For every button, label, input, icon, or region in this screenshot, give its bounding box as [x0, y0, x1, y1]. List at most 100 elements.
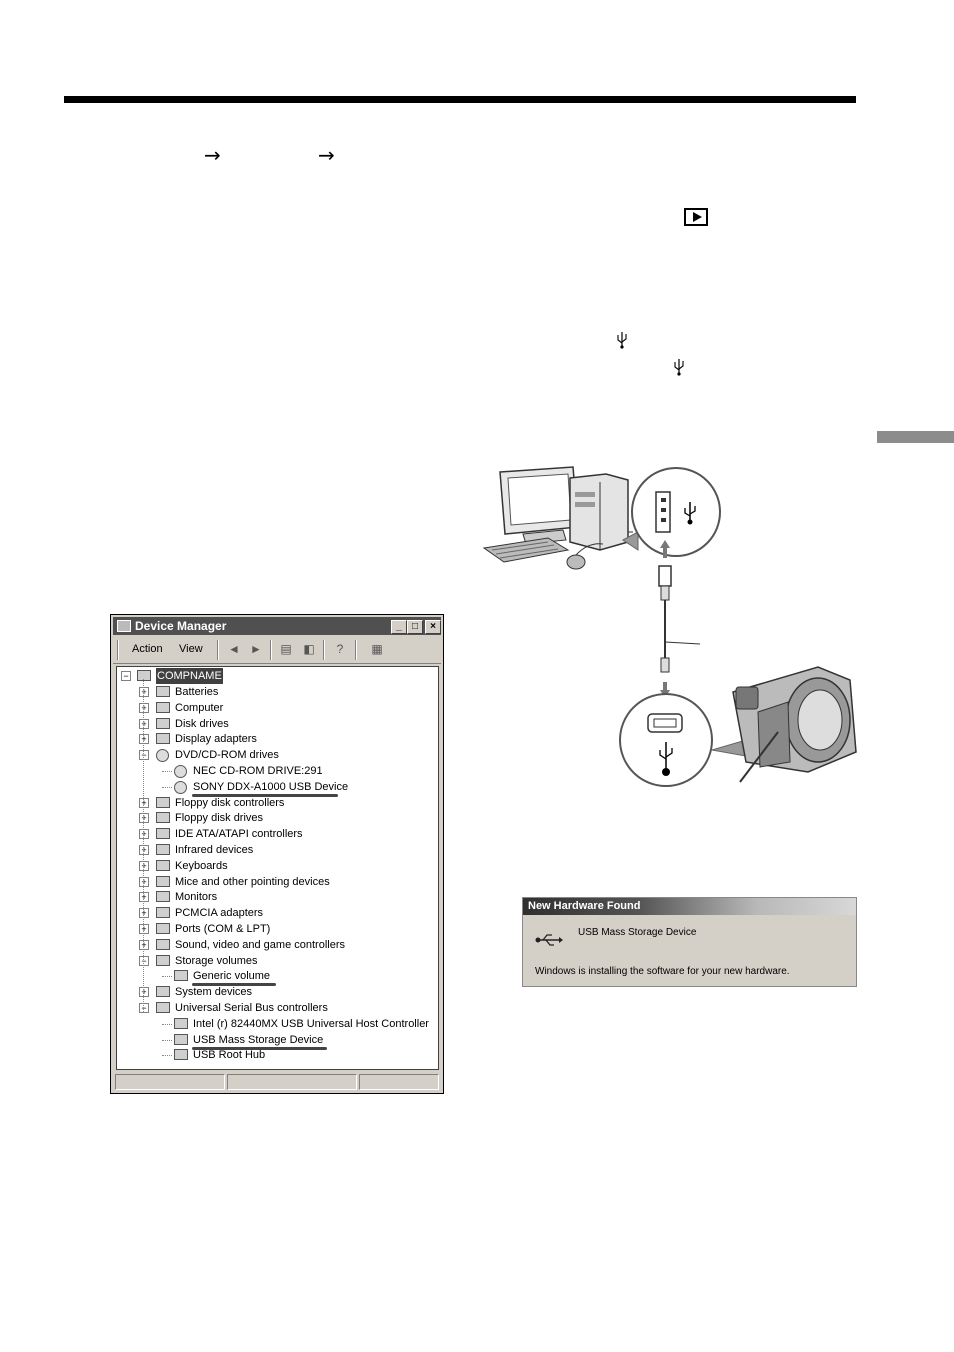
expand-icon[interactable]: +	[139, 734, 149, 744]
tree-device[interactable]: USB Mass Storage Device	[117, 1032, 437, 1050]
tree-device[interactable]: USB Root Hub	[117, 1047, 437, 1063]
highlight-underline	[192, 794, 338, 797]
expand-icon[interactable]: +	[139, 940, 149, 950]
tree-item-label: System devices	[175, 986, 253, 998]
minimize-button[interactable]: _	[391, 620, 407, 634]
camcorder-illustration	[732, 666, 857, 783]
tree-root[interactable]: − COMPNAME	[121, 668, 241, 684]
expand-icon[interactable]: +	[139, 877, 149, 887]
device-icon	[156, 939, 170, 950]
expand-icon[interactable]: +	[139, 719, 149, 729]
tree-category[interactable]: + Ports (COM & LPT)	[117, 921, 437, 937]
tree-item-label: Ports (COM & LPT)	[175, 923, 271, 935]
new-hardware-found-dialog: New Hardware Found USB Mass Storage Devi…	[522, 897, 857, 987]
folder-icon[interactable]: ▤	[280, 642, 292, 656]
tree-category[interactable]: + Floppy disk controllers	[117, 795, 437, 811]
device-icon	[174, 1049, 188, 1060]
expand-icon[interactable]: +	[139, 987, 149, 997]
expand-icon[interactable]: +	[139, 845, 149, 855]
device-icon	[156, 733, 170, 744]
properties-icon[interactable]: ◧	[303, 642, 315, 656]
expand-icon[interactable]: +	[139, 798, 149, 808]
tree-category[interactable]: + Sound, video and game controllers	[117, 937, 437, 953]
tree-category[interactable]: +PCMCIA adapters	[117, 905, 437, 921]
expand-icon[interactable]: +	[139, 813, 149, 823]
device-icon	[156, 1002, 170, 1013]
tree-category[interactable]: +Keyboards	[117, 858, 437, 874]
expand-icon[interactable]: +	[139, 703, 149, 713]
tree-device[interactable]: Generic volume	[117, 968, 437, 986]
collapse-icon[interactable]: −	[121, 671, 131, 681]
tree-category[interactable]: + System devices	[117, 984, 437, 1000]
toolbar: Action View ◄ ► ▤ ◧ ? ▦	[113, 637, 441, 664]
collapse-icon[interactable]: −	[139, 1003, 149, 1013]
window-title: Device Manager	[135, 619, 227, 633]
close-button[interactable]: ×	[425, 620, 441, 634]
expand-icon[interactable]: +	[139, 861, 149, 871]
tree-category[interactable]: + Disk drives	[117, 716, 437, 732]
section-side-tab	[877, 431, 954, 443]
computer-icon	[137, 670, 151, 681]
device-icon	[156, 844, 170, 855]
tree-category[interactable]: − DVD/CD-ROM drives	[117, 747, 437, 763]
tree-item-label: Disk drives	[175, 718, 229, 730]
tree-item-label: SONY DDX-A1000 USB Device	[193, 781, 349, 793]
tree-item-label: Display adapters	[175, 733, 257, 745]
expand-icon[interactable]: +	[139, 687, 149, 697]
tree-item-label: Sound, video and game controllers	[175, 939, 345, 951]
forward-icon[interactable]: ►	[250, 642, 262, 656]
tree-category[interactable]: +Computer	[117, 700, 437, 716]
tree-item-label: NEC CD-ROM DRIVE:291	[193, 765, 323, 777]
expand-icon[interactable]: +	[139, 892, 149, 902]
tree-guide-line	[143, 679, 144, 1012]
collapse-icon[interactable]: −	[139, 956, 149, 966]
print-icon[interactable]: ▦	[371, 642, 383, 656]
expand-icon[interactable]: +	[139, 908, 149, 918]
tree-category[interactable]: −Universal Serial Bus controllers	[117, 1000, 437, 1016]
device-icon	[156, 907, 170, 918]
back-icon[interactable]: ◄	[228, 642, 240, 656]
play-icon	[684, 208, 708, 226]
tree-category[interactable]: +Mice and other pointing devices	[117, 874, 437, 890]
tree-category[interactable]: + Display adapters	[117, 731, 437, 747]
device-icon	[174, 781, 187, 794]
status-pane-2	[227, 1074, 357, 1090]
tree-item-label: Floppy disk drives	[175, 812, 264, 824]
tree-device[interactable]: NEC CD-ROM DRIVE:291	[117, 763, 437, 779]
tree-category[interactable]: +Infrared devices	[117, 842, 437, 858]
help-icon[interactable]: ?	[336, 642, 344, 656]
header-rule	[64, 96, 856, 103]
tree-category[interactable]: + IDE ATA/ATAPI controllers	[117, 826, 437, 842]
expand-icon[interactable]: +	[139, 829, 149, 839]
device-icon	[156, 955, 170, 966]
tree-item-label: Monitors	[175, 891, 218, 903]
tree-device[interactable]: SONY DDX-A1000 USB Device	[117, 779, 437, 797]
menu-view[interactable]: View	[179, 643, 203, 655]
tree-category[interactable]: −Storage volumes	[117, 953, 437, 969]
tree-item-label: USB Mass Storage Device	[193, 1034, 324, 1046]
highlight-underline	[192, 1047, 327, 1050]
menu-action[interactable]: Action	[132, 643, 163, 655]
tree-item-label: DVD/CD-ROM drives	[175, 749, 279, 761]
tree-item-label: Generic volume	[193, 970, 271, 982]
tree-category[interactable]: +Batteries	[117, 684, 437, 700]
tree-item-label: IDE ATA/ATAPI controllers	[175, 828, 303, 840]
device-name: USB Mass Storage Device	[578, 927, 697, 938]
tree-device[interactable]: Intel (r) 82440MX USB Universal Host Con…	[117, 1016, 437, 1032]
device-icon	[156, 797, 170, 808]
tree-category[interactable]: + Monitors	[117, 889, 437, 905]
tree-category[interactable]: + Floppy disk drives	[117, 810, 437, 826]
maximize-button[interactable]: □	[407, 620, 423, 634]
collapse-icon[interactable]: −	[139, 750, 149, 760]
device-icon	[174, 1034, 188, 1045]
status-pane-3	[359, 1074, 439, 1090]
device-icon	[156, 828, 170, 839]
expand-icon[interactable]: +	[139, 924, 149, 934]
device-icon	[156, 860, 170, 871]
device-tree: − COMPNAME +Batteries+Computer+Disk driv…	[116, 666, 439, 1070]
device-manager-window: Device Manager _ □ × Action View ◄ ► ▤ ◧…	[110, 614, 444, 1094]
tree-item-label: Floppy disk controllers	[175, 797, 285, 809]
tree-connector	[162, 787, 172, 788]
toolbar-separator	[270, 640, 272, 660]
usb-connection-illustration	[482, 466, 857, 787]
